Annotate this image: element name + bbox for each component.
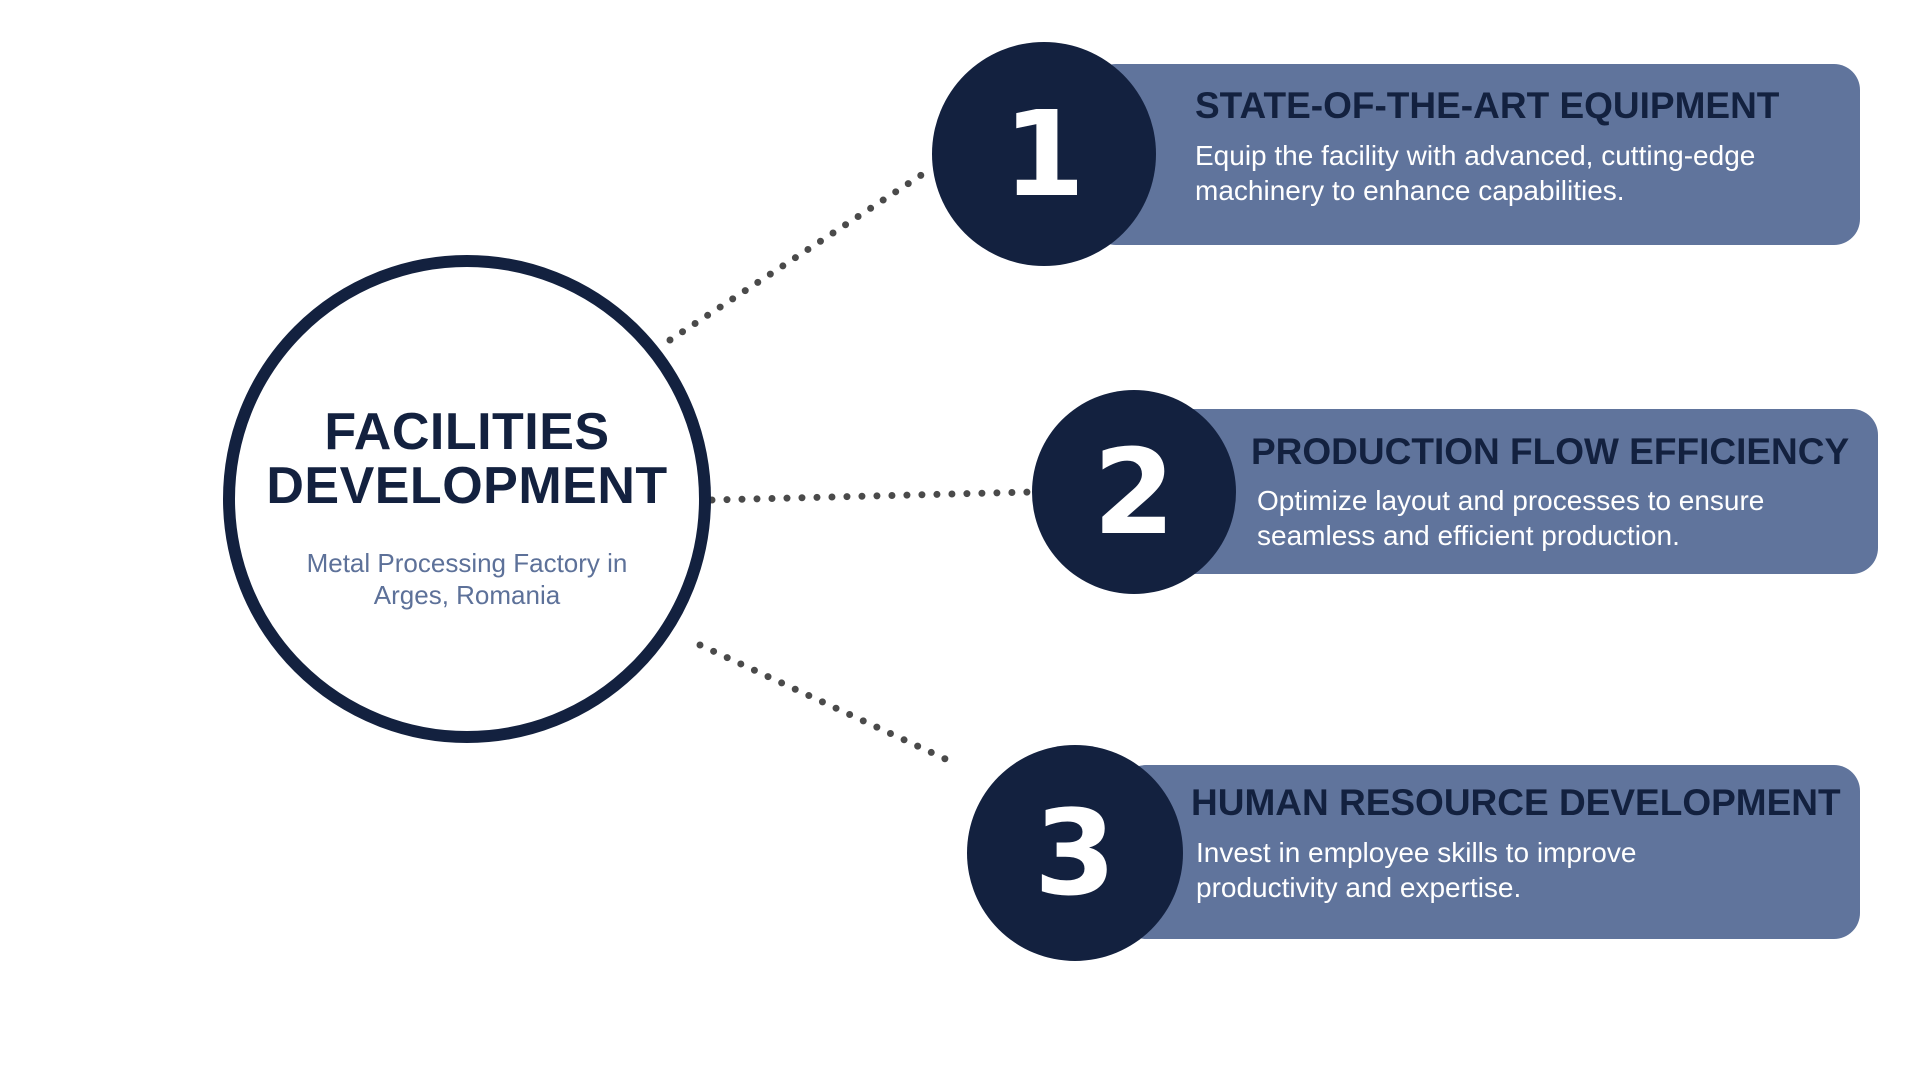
item-title-3: HUMAN RESOURCE DEVELOPMENT [1191, 782, 1841, 823]
item-description-3: Invest in employee skills to improve pro… [1196, 837, 1637, 903]
item-description-1: Equip the facility with advanced, cuttin… [1195, 140, 1756, 206]
item-number-badge-1: 1 [932, 42, 1156, 266]
center-node: FACILITIES DEVELOPMENT Metal Processing … [223, 255, 711, 743]
item-title-2: PRODUCTION FLOW EFFICIENCY [1251, 431, 1850, 472]
connector-2 [708, 488, 1036, 504]
item-card-2: PRODUCTION FLOW EFFICIENCY Optimize layo… [1160, 409, 1878, 574]
item-description-2: Optimize layout and processes to ensure … [1257, 485, 1765, 551]
connector-3 [696, 641, 958, 767]
item-number-1: 1 [1002, 85, 1086, 223]
item-card-1: STATE-OF-THE-ART EQUIPMENT Equip the fac… [1090, 64, 1860, 245]
center-subtitle: Metal Processing Factory in Arges, Roman… [306, 548, 628, 610]
center-title: FACILITIES DEVELOPMENT [266, 403, 668, 515]
item-card-3: HUMAN RESOURCE DEVELOPMENT Invest in emp… [1120, 765, 1860, 939]
item-number-2: 2 [1092, 423, 1176, 561]
connector-1 [666, 164, 936, 344]
item-number-badge-2: 2 [1032, 390, 1236, 594]
item-number-badge-3: 3 [967, 745, 1183, 961]
item-title-1: STATE-OF-THE-ART EQUIPMENT [1195, 85, 1780, 126]
item-number-3: 3 [1033, 784, 1117, 922]
